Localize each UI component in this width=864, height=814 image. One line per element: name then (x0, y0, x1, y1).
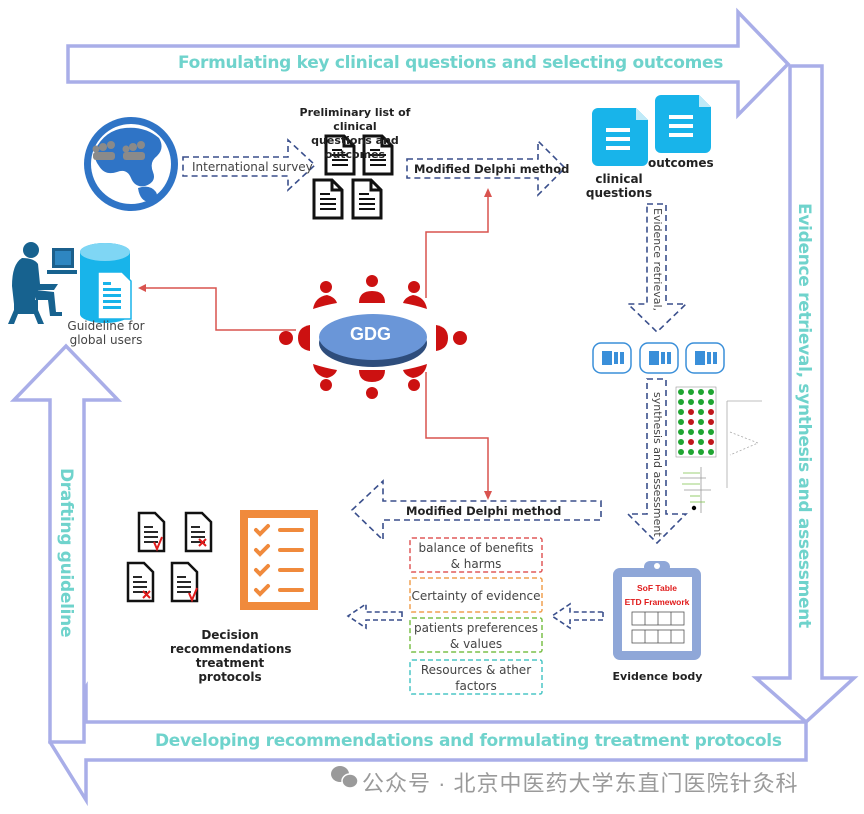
rob-dot (688, 409, 694, 415)
factor-box-certainty (409, 577, 543, 613)
stage-arrow-top (66, 7, 791, 120)
guideline-database-icon (80, 243, 132, 323)
delphi-bottom-label: Modified Delphi method (406, 504, 562, 518)
factor-text: Resources & ather (420, 663, 532, 677)
rob-dot (678, 439, 684, 445)
clinical-questions-label: clinical questions (584, 172, 654, 200)
decision-label: Decision recommendations treatment proto… (170, 628, 292, 684)
rob-dot (698, 409, 704, 415)
funnel-plot-icon (726, 400, 762, 488)
rob-dot (708, 449, 714, 455)
document-icons-preliminary (312, 134, 394, 220)
rob-dot (698, 389, 704, 395)
rob-dot (678, 389, 684, 395)
gdg-connectors (140, 195, 489, 494)
forest-plot-icon (680, 467, 711, 513)
watermark: 公众号 · 北京中医药大学东直门医院针灸科 (362, 771, 799, 796)
rob-dot (688, 399, 694, 405)
factor-box-benefits-harms (409, 537, 543, 573)
rob-dot (688, 449, 694, 455)
clinical-questions-line2: questions (585, 186, 653, 200)
connector-arrowheads (138, 188, 492, 500)
gdg-label: GDG (350, 324, 392, 344)
rob-dot (708, 439, 714, 445)
rob-dot (698, 429, 704, 435)
reviewed-documents-icons (126, 511, 213, 603)
rob-dot (698, 399, 704, 405)
evidence-retrieval-label: Evidence retrieval, (651, 208, 664, 312)
synthesis-label: synthesis and assessment (651, 392, 664, 537)
rob-dot (688, 419, 694, 425)
rob-dot (688, 439, 694, 445)
synthesis-arrow (626, 378, 688, 545)
rob-dot (678, 419, 684, 425)
sof-table-label: SoF Table (637, 583, 677, 593)
arrow-evidence-to-factors (550, 602, 604, 630)
factor-benefits-harms: balance of benefits & harms (410, 540, 542, 572)
preliminary-title-line1: Preliminary list of clinical (299, 106, 411, 133)
decision-line3: treatment protocols (195, 656, 265, 684)
globe-icon (84, 117, 178, 211)
rob-dot (708, 399, 714, 405)
preliminary-title: Preliminary list of clinical questions a… (280, 106, 430, 162)
factor-text: balance of benefits (418, 541, 534, 555)
stage-label-top: Formulating key clinical questions and s… (178, 53, 724, 73)
rob-dot (698, 439, 704, 445)
evidence-retrieval-arrow (626, 203, 688, 334)
factor-text: factors (455, 679, 497, 693)
outcomes-label: outcomes (648, 156, 714, 170)
factor-certainty: Certainty of evidence (410, 588, 542, 604)
etd-framework-label: ETD Framework (624, 597, 690, 607)
stage-arrow-bottom (47, 681, 808, 807)
clinical-questions-doc-icon (592, 108, 648, 166)
survey-label: International survey (192, 160, 313, 174)
delphi-top-label: Modified Delphi method (414, 162, 570, 176)
clinical-questions-line1: clinical (595, 172, 643, 186)
rob-dot (678, 399, 684, 405)
rob-dot (708, 419, 714, 425)
stage-label-bottom: Developing recommendations and formulati… (155, 731, 782, 751)
decision-line2: recommendations (170, 642, 292, 656)
factor-box-preferences (409, 617, 543, 653)
gdg-table-icon (279, 275, 467, 399)
rob-dot (698, 449, 704, 455)
factor-text: & harms (450, 557, 502, 571)
factor-box-resources (409, 659, 543, 695)
rob-dot (708, 429, 714, 435)
wechat-icon (331, 766, 359, 789)
rob-dot (688, 389, 694, 395)
decision-line1: Decision (201, 628, 259, 642)
evidence-body-label: Evidence body (612, 670, 703, 683)
rob-dot (678, 429, 684, 435)
outcomes-doc-icon (655, 95, 711, 153)
rob-grid-frame (675, 386, 717, 458)
rob-dot (698, 419, 704, 425)
guideline-line1: Guideline for (67, 319, 145, 333)
rob-dot (678, 449, 684, 455)
stage-arrow-left (9, 343, 123, 744)
factor-text: patients preferences (414, 621, 538, 635)
database-icons (592, 342, 725, 374)
factor-preferences: patients preferences & values (410, 620, 542, 652)
person-at-computer-icon (8, 242, 77, 324)
evidence-body-clipboard-icon (613, 561, 701, 660)
stage-label-right: Evidence retrieval, synthesis and assess… (794, 203, 814, 628)
guideline-label: Guideline for global users (64, 319, 148, 347)
rob-dot (708, 389, 714, 395)
arrow-factors-to-decision (346, 602, 403, 630)
delphi-arrow-bottom (350, 479, 602, 542)
factor-text: Certainty of evidence (411, 589, 541, 603)
checklist-icon (240, 510, 318, 610)
preliminary-title-line2: questions and outcomes (311, 134, 399, 161)
factor-resources: Resources & ather factors (410, 662, 542, 694)
guideline-line2: global users (69, 333, 143, 347)
factor-text: & values (449, 637, 503, 651)
risk-of-bias-grid-icon (675, 386, 717, 458)
stage-arrow-right (751, 64, 859, 725)
rob-dot (688, 429, 694, 435)
delphi-arrow-top (406, 139, 567, 197)
stage-label-left: Drafting guideline (56, 468, 76, 638)
rob-dot (708, 409, 714, 415)
rob-dot (678, 409, 684, 415)
